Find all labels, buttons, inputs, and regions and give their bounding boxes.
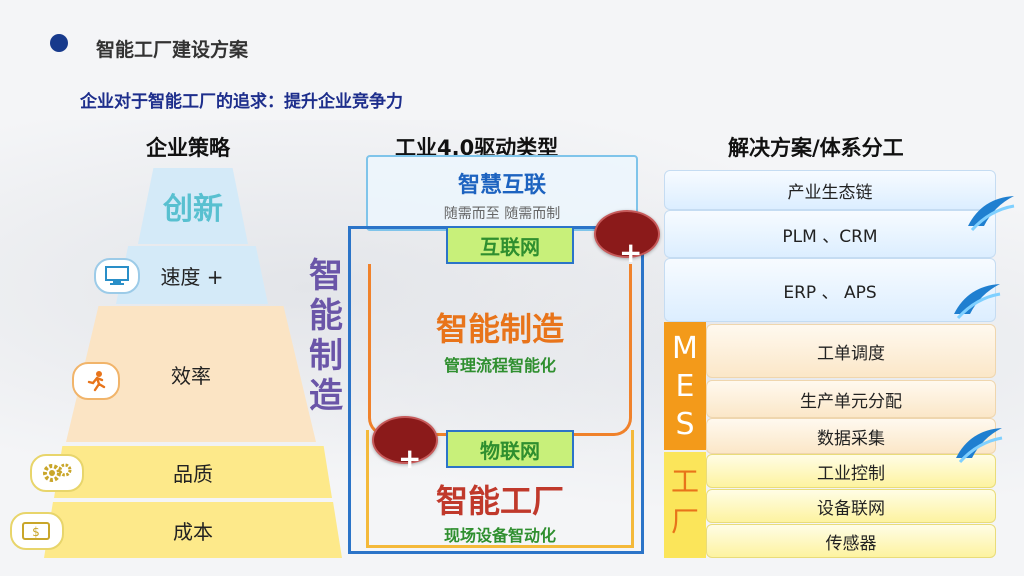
page-subtitle: 企业对于智能工厂的追求：提升企业竞争力 [80,92,403,112]
mes-block: M E S [664,322,706,450]
plus-dot-top-right: + [594,210,660,269]
solution-row-data-collection: 数据采集 [706,418,996,454]
smart-manufacturing-bracket [368,264,632,436]
vertical-smart-manufacturing-label: 智 能 制 造 [306,256,346,416]
gears-icon [30,454,84,492]
smart-factory-title: 智能工厂 [435,482,564,520]
solution-row-work-order-label: 工单调度 [817,343,885,364]
smart-interconnect-title: 智慧互联 [457,173,546,198]
smart-interconnect-subtitle: 随需而至 随需而制 [443,206,561,222]
tag-internet-label: 互联网 [480,234,540,259]
solution-row-unit-allocation: 生产单元分配 [706,380,996,418]
tier-innovation-label: 创新 [163,192,223,227]
vertical-char-3: 制 [309,336,343,376]
solution-row-data-collection-label: 数据采集 [817,428,885,449]
solution-row-sensor-label: 传感器 [825,533,877,554]
title-bullet [50,34,68,52]
page-title: 智能工厂建设方案 [96,39,249,61]
solution-row-industrial-control: 工业控制 [706,454,996,488]
mes-letter-s: S [675,407,695,442]
solution-row-erp-aps: ERP 、 APS [664,258,996,322]
plus-sign-bottom: + [398,442,422,475]
solution-row-device-network: 设备联网 [706,489,996,523]
smart-interconnect-box: 智慧互联 随需而至 随需而制 [366,155,638,231]
solution-row-plm-crm-label: PLM 、CRM [782,226,878,247]
vertical-char-2: 能 [309,296,343,336]
solution-row-ecosystem-label: 产业生态链 [787,182,873,203]
swoosh-arrow-icon [956,428,1003,464]
solution-row-device-network-label: 设备联网 [817,498,885,519]
plus-dot-bottom-left: + [372,416,438,475]
tier-efficiency: 效率 [66,306,316,442]
factory-block: 工 厂 [664,452,706,558]
solution-row-plm-crm: PLM 、CRM [664,210,996,258]
tag-iot-label: 物联网 [480,438,540,463]
smart-manufacturing-title: 智能制造 [435,310,564,348]
tier-cost-label: 成本 [173,519,213,544]
vertical-char-1: 智 [309,256,343,296]
dollar-bill-icon: $ [10,512,64,550]
smart-factory-bracket [366,430,634,548]
column-header-strategy: 企业策略 [146,136,230,160]
tag-internet: 互联网 [446,226,574,264]
solution-row-industrial-control-label: 工业控制 [817,463,885,484]
tier-innovation: 创新 [138,168,248,244]
solution-row-ecosystem: 产业生态链 [664,170,996,210]
mes-letter-m: M [672,331,698,366]
solution-row-unit-allocation-label: 生产单元分配 [800,391,902,412]
tier-cost: 成本 [44,502,342,558]
smart-factory-subtitle: 现场设备智动化 [443,526,556,545]
smart-manufacturing-subtitle: 管理流程智能化 [443,356,556,375]
solution-row-sensor: 传感器 [706,524,996,558]
tier-speed: 速度 + [116,246,268,304]
mes-letter-e: E [675,369,695,404]
svg-text:$: $ [32,525,40,539]
tag-iot: 物联网 [446,430,574,468]
factory-char-2: 厂 [670,505,699,538]
plus-sign-top: + [619,236,643,269]
vertical-char-4: 造 [309,376,343,416]
solution-row-work-order: 工单调度 [706,324,996,378]
factory-char-1: 工 [670,465,699,498]
monitor-icon [94,258,140,294]
tier-quality-label: 品质 [173,461,213,486]
tier-efficiency-label: 效率 [171,363,211,388]
swoosh-arrow-icon [968,196,1015,232]
tier-quality: 品质 [54,446,332,498]
column-header-solutions: 解决方案/体系分工 [728,136,904,160]
tier-speed-label: 速度 + [160,264,224,289]
swoosh-arrow-icon [954,284,1001,320]
solution-row-erp-aps-label: ERP 、 APS [783,282,877,303]
running-man-icon [72,362,120,400]
